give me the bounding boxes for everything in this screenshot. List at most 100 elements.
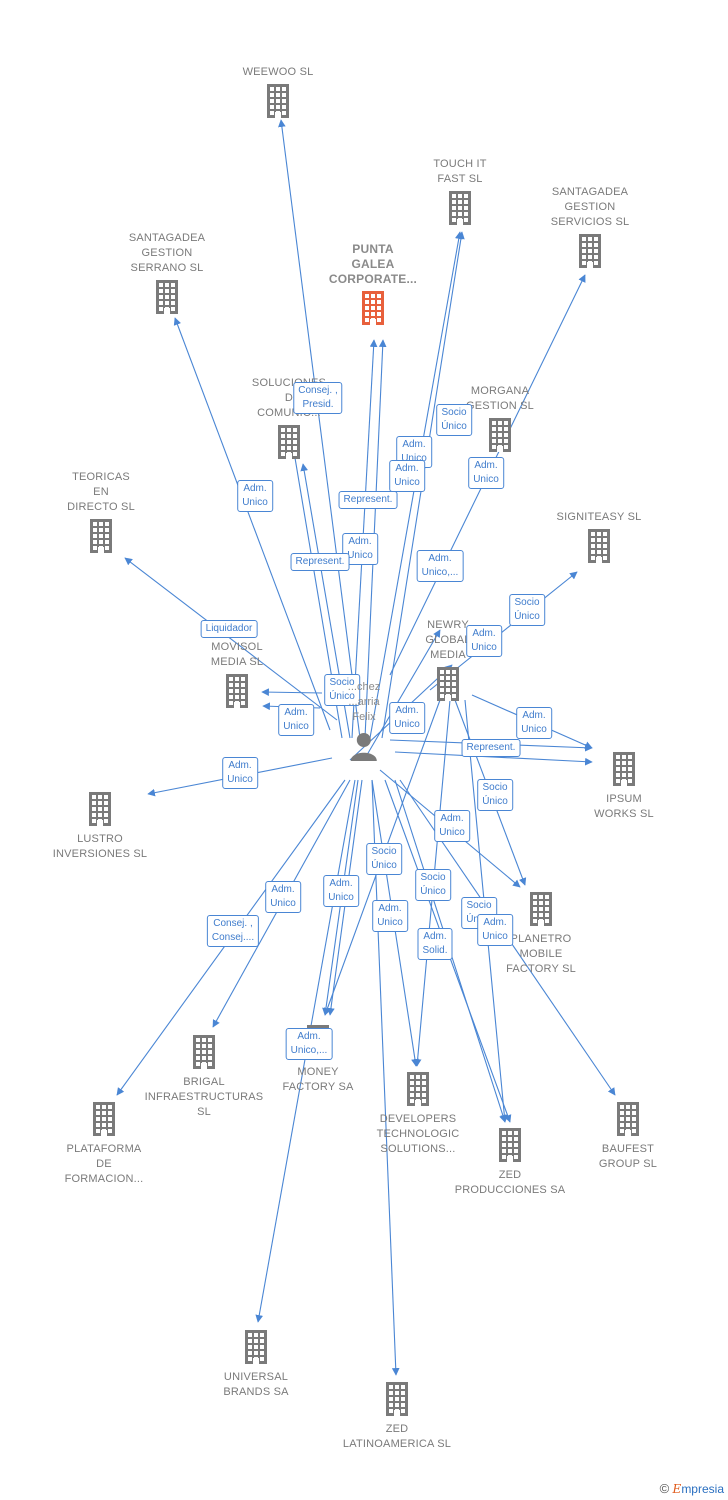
company-node-santagadea_serv[interactable]: SANTAGADEA GESTION SERVICIOS SL [525, 185, 655, 268]
building-icon [93, 1102, 115, 1136]
relation-label[interactable]: Adm. Unico [434, 810, 470, 842]
relation-label[interactable]: Adm. Unico [477, 914, 513, 946]
company-label: TEORICAS EN DIRECTO SL [67, 471, 135, 513]
relation-label[interactable]: Consej. , Presid. [293, 382, 343, 414]
building-icon [407, 1072, 429, 1106]
company-node-ipsum[interactable]: IPSUM WORKS SL [559, 752, 689, 822]
relation-label[interactable]: Socio Único [366, 843, 402, 875]
relation-label[interactable]: Adm. Unico [222, 757, 258, 789]
edge-line-13 [394, 751, 593, 766]
edge-line-0 [278, 119, 361, 739]
brand-name: mpresia [681, 1482, 724, 1496]
edge-line-28 [371, 779, 400, 1376]
company-label: PUNTA GALEA CORPORATE... [328, 242, 418, 286]
company-node-lustro[interactable]: LUSTRO INVERSIONES SL [35, 792, 165, 862]
company-node-plataforma[interactable]: PLATAFORMA DE FORMACION... [39, 1102, 169, 1187]
person-icon [351, 733, 377, 761]
company-label: MOVISOL MEDIA SL [210, 641, 264, 668]
building-icon [362, 291, 384, 325]
company-node-newry[interactable]: NEWRY GLOBAL MEDIA [383, 618, 513, 701]
building-icon [386, 1382, 408, 1416]
company-node-developers[interactable]: DEVELOPERS TECHNOLOGIC SOLUTIONS... [353, 1072, 483, 1157]
company-node-santagadea_serr[interactable]: SANTAGADEA GESTION SERRANO SL [102, 231, 232, 314]
relation-label[interactable]: Adm. Unico [466, 625, 502, 657]
company-label: ZED LATINOAMERICA SL [342, 1423, 452, 1450]
relation-label[interactable]: Adm. Unico [265, 881, 301, 913]
edge-line-10 [261, 688, 323, 696]
company-label: MORGANA GESTION SL [465, 385, 535, 412]
relation-label[interactable]: Adm. Unico [237, 480, 273, 512]
building-icon [156, 280, 178, 314]
building-icon [245, 1330, 267, 1364]
relation-label[interactable]: Consej. , Consej.... [206, 915, 260, 947]
building-icon [278, 425, 300, 459]
company-label: PLATAFORMA DE FORMACION... [64, 1143, 144, 1185]
relation-label[interactable]: Adm. Unico [468, 457, 504, 489]
relation-label[interactable]: Adm. Unico [323, 875, 359, 907]
relation-label[interactable]: Adm. Unico [342, 533, 378, 565]
company-node-weewoo[interactable]: WEEWOO SL [213, 65, 343, 118]
relation-label[interactable]: Adm. Solid. [417, 928, 453, 960]
company-node-signiteasy[interactable]: SIGNITEASY SL [534, 510, 664, 563]
footer-brand: © Empresia [660, 1481, 724, 1496]
relation-label[interactable]: Adm. Unico [389, 702, 425, 734]
company-label: PLANETRO MOBILE FACTORY SL [506, 933, 576, 975]
relation-label[interactable]: Adm. Unico [516, 707, 552, 739]
relation-label[interactable]: Adm. Unico [372, 900, 408, 932]
edge-line-33 [363, 629, 441, 761]
relation-label[interactable]: Socio Único [436, 404, 472, 436]
person-node[interactable]: ...chez ...arria Felix [348, 680, 380, 761]
building-icon [489, 418, 511, 452]
relation-label[interactable]: Liquidador [200, 620, 258, 638]
company-node-touchit[interactable]: TOUCH IT FAST SL [395, 157, 525, 225]
company-node-brigal[interactable]: BRIGAL INFRAESTRUCTURAS SL [139, 1035, 269, 1120]
building-icon [579, 234, 601, 268]
edge-line-6 [173, 317, 331, 731]
company-label: SIGNITEASY SL [556, 511, 642, 523]
company-label: TOUCH IT FAST SL [433, 158, 487, 185]
company-node-morgana[interactable]: MORGANA GESTION SL [435, 384, 565, 452]
relation-label[interactable]: Adm. Unico [389, 460, 425, 492]
company-node-teoricas[interactable]: TEORICAS EN DIRECTO SL [36, 470, 166, 553]
building-icon [89, 792, 111, 826]
relation-label[interactable]: Adm. Unico [278, 704, 314, 736]
company-label: DEVELOPERS TECHNOLOGIC SOLUTIONS... [376, 1113, 460, 1155]
copyright-symbol: © [659, 1481, 670, 1496]
company-label: WEEWOO SL [242, 66, 314, 78]
company-node-movisol[interactable]: MOVISOL MEDIA SL [172, 640, 302, 708]
company-label: BRIGAL INFRAESTRUCTURAS SL [144, 1076, 264, 1118]
relation-label[interactable]: Adm. Unico,... [285, 1028, 333, 1060]
company-label: UNIVERSAL BRANDS SA [223, 1371, 289, 1398]
relation-label[interactable]: Socio Único [477, 779, 513, 811]
company-node-zedlat[interactable]: ZED LATINOAMERICA SL [332, 1382, 462, 1452]
company-node-zedprod[interactable]: ZED PRODUCCIONES SA [445, 1128, 575, 1198]
relation-label[interactable]: Represent. [290, 553, 350, 571]
building-icon [267, 84, 289, 118]
company-node-baufest[interactable]: BAUFEST GROUP SL [563, 1102, 693, 1172]
company-label: LUSTRO INVERSIONES SL [52, 833, 148, 860]
brand-initial: E [672, 1482, 682, 1496]
relation-label[interactable]: Represent. [461, 739, 521, 757]
building-icon [193, 1035, 215, 1069]
building-icon [588, 529, 610, 563]
company-node-universal[interactable]: UNIVERSAL BRANDS SA [191, 1330, 321, 1400]
company-label: SANTAGADEA GESTION SERVICIOS SL [550, 186, 630, 228]
building-icon [499, 1128, 521, 1162]
company-node-punta[interactable]: PUNTA GALEA CORPORATE... [308, 242, 438, 325]
relation-label[interactable]: Adm. Unico,... [416, 550, 464, 582]
company-label: NEWRY GLOBAL MEDIA [425, 619, 471, 661]
relation-label[interactable]: Represent. [338, 491, 398, 509]
building-icon [530, 892, 552, 926]
company-node-planetro[interactable]: PLANETRO MOBILE FACTORY SL [476, 892, 606, 977]
relation-label[interactable]: Socio Único [324, 674, 360, 706]
person-label: ...chez ...arria Felix [347, 681, 381, 723]
company-label: IPSUM WORKS SL [594, 793, 654, 820]
company-label: ZED PRODUCCIONES SA [454, 1169, 566, 1196]
company-label: SANTAGADEA GESTION SERRANO SL [128, 232, 206, 274]
building-icon [617, 1102, 639, 1136]
relation-label[interactable]: Socio Único [509, 594, 545, 626]
relation-label[interactable]: Socio Único [415, 869, 451, 901]
company-label: BAUFEST GROUP SL [598, 1143, 658, 1170]
building-icon [613, 752, 635, 786]
building-icon [449, 191, 471, 225]
